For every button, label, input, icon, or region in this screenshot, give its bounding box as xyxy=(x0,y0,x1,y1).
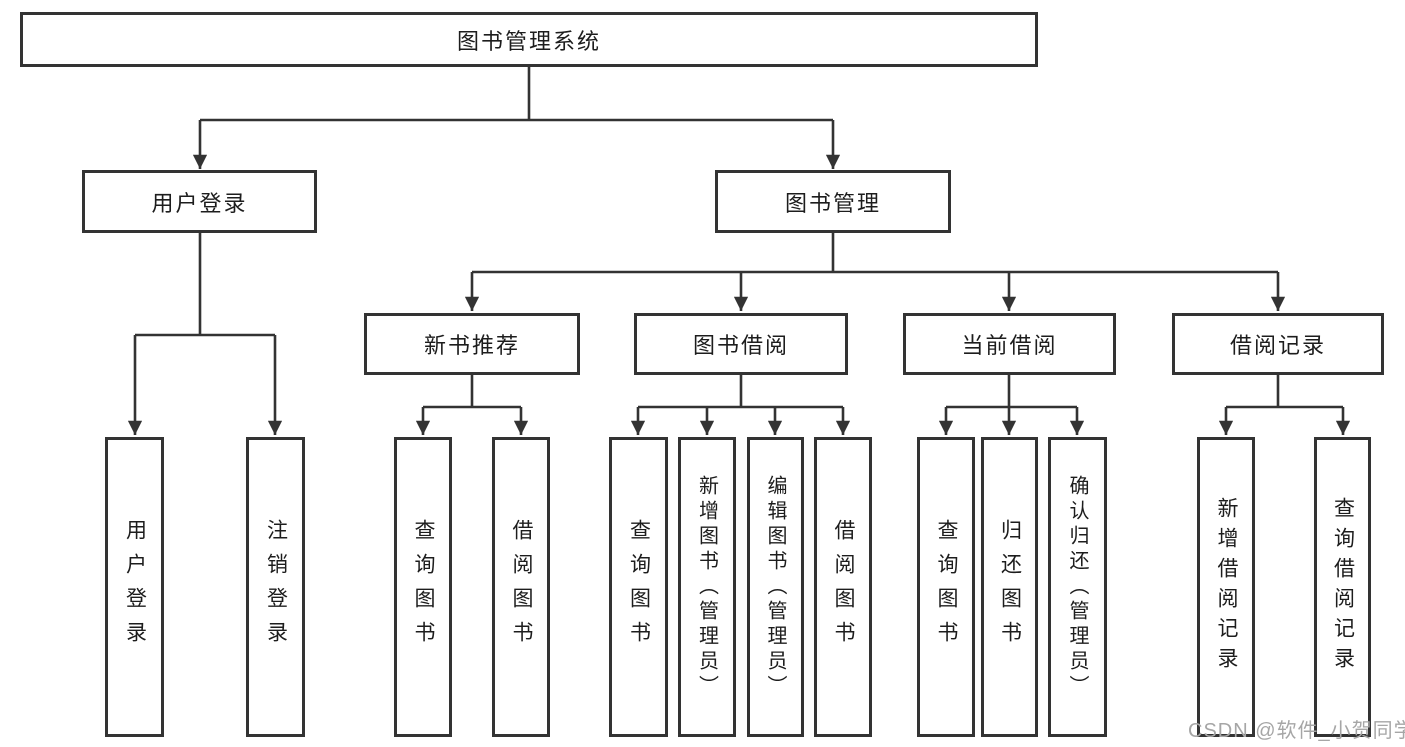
leaf-user-login-label: 用户登录 xyxy=(123,519,147,655)
leaf-query-books-1: 查询图书 xyxy=(394,437,452,737)
leaf-add-borrow-record-label: 新增借阅记录 xyxy=(1215,497,1238,677)
leaf-add-book-admin-label: 新增图书（管理员） xyxy=(695,474,718,700)
leaf-borrow-books-2-label: 借阅图书 xyxy=(832,519,855,655)
leaf-confirm-return-admin-label: 确认归还（管理员） xyxy=(1066,474,1088,700)
node-current-borrowing: 当前借阅 xyxy=(903,313,1116,375)
leaf-logout-login-label: 注销登录 xyxy=(264,519,288,655)
node-user-login-label: 用户登录 xyxy=(151,190,248,216)
leaf-borrow-books-2: 借阅图书 xyxy=(814,437,872,737)
leaf-query-books-2-label: 查询图书 xyxy=(627,519,651,655)
leaf-return-books-label: 归还图书 xyxy=(998,519,1022,655)
leaf-borrow-books-1-label: 借阅图书 xyxy=(510,519,533,655)
leaf-borrow-books-1: 借阅图书 xyxy=(492,437,550,737)
node-book-borrowing: 图书借阅 xyxy=(634,313,848,375)
leaf-return-books: 归还图书 xyxy=(981,437,1038,737)
node-book-management-label: 图书管理 xyxy=(784,190,881,216)
leaf-add-book-admin: 新增图书（管理员） xyxy=(678,437,736,737)
node-root-label: 图书管理系统 xyxy=(456,28,601,54)
node-new-book-recommend: 新书推荐 xyxy=(364,313,580,375)
leaf-edit-book-admin: 编辑图书（管理员） xyxy=(747,437,804,737)
leaf-logout-login: 注销登录 xyxy=(246,437,305,737)
leaf-confirm-return-admin: 确认归还（管理员） xyxy=(1048,437,1107,737)
node-borrowing-records: 借阅记录 xyxy=(1172,313,1384,375)
node-book-borrowing-label: 图书借阅 xyxy=(692,333,789,358)
leaf-query-books-3: 查询图书 xyxy=(917,437,975,737)
leaf-query-books-1-label: 查询图书 xyxy=(412,519,435,655)
leaf-query-borrow-record-label: 查询借阅记录 xyxy=(1331,497,1355,677)
node-book-management: 图书管理 xyxy=(715,170,951,233)
node-root: 图书管理系统 xyxy=(20,12,1038,67)
leaf-query-books-3-label: 查询图书 xyxy=(935,519,958,655)
leaf-query-books-2: 查询图书 xyxy=(609,437,668,737)
node-user-login: 用户登录 xyxy=(82,170,317,233)
watermark: CSDN @软件_小贺同学 xyxy=(1188,720,1405,742)
leaf-edit-book-admin-label: 编辑图书（管理员） xyxy=(764,474,786,700)
node-current-borrowing-label: 当前借阅 xyxy=(961,333,1058,358)
leaf-user-login: 用户登录 xyxy=(105,437,164,737)
node-borrowing-records-label: 借阅记录 xyxy=(1229,333,1326,358)
leaf-add-borrow-record: 新增借阅记录 xyxy=(1197,437,1255,737)
leaf-query-borrow-record: 查询借阅记录 xyxy=(1314,437,1371,737)
node-new-book-recommend-label: 新书推荐 xyxy=(423,333,520,358)
